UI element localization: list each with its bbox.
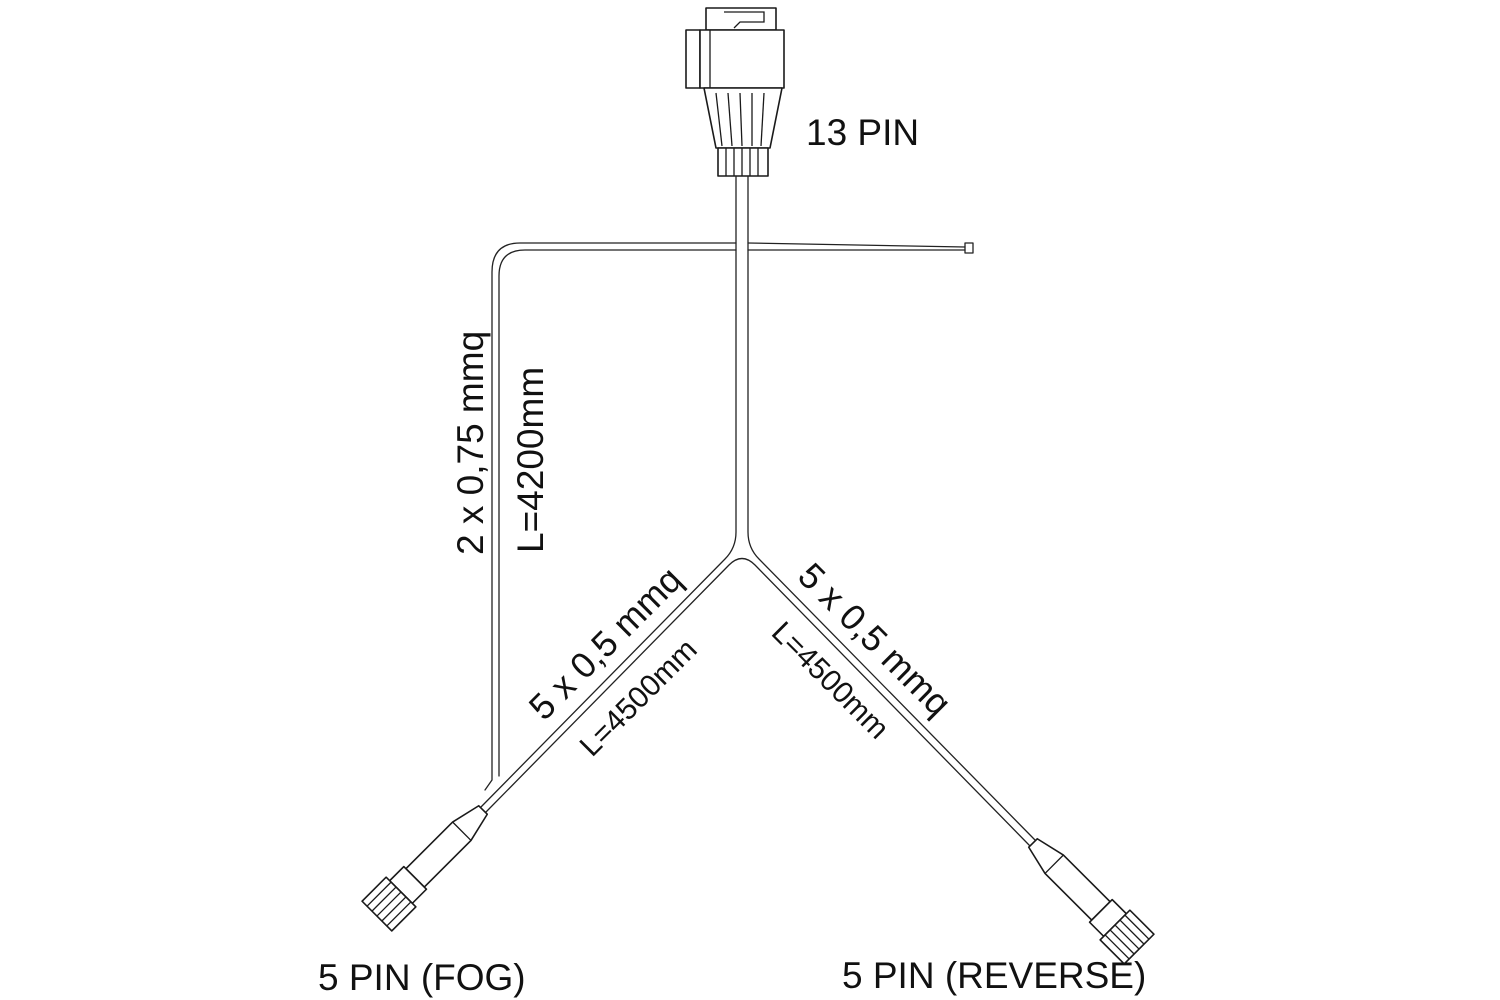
label-side-cable-length: L=4200mm [510,367,551,553]
label-5-pin-reverse: 5 PIN (REVERSE) [842,955,1146,996]
side-cable [484,242,974,791]
label-5-pin-fog: 5 PIN (FOG) [318,957,526,998]
connector-5-pin-fog [361,804,489,932]
connector-13-pin [685,7,785,177]
connector-5-pin-reverse [1027,837,1155,965]
label-13-pin: 13 PIN [806,112,919,153]
label-reverse-cable-section: 5 x 0,5 mmq [790,555,959,724]
label-fog-cable-section: 5 x 0,5 mmq [521,559,690,728]
main-cable [479,175,1036,847]
label-side-cable-section: 2 x 0,75 mmq [450,331,491,555]
